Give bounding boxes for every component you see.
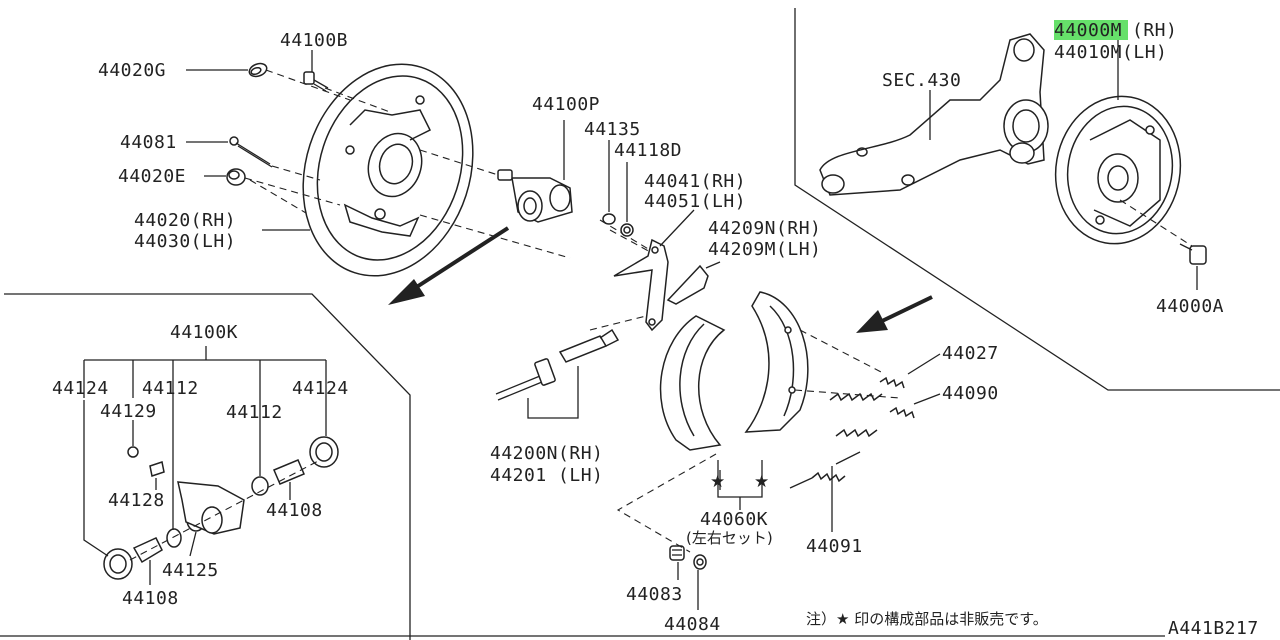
label-44129[interactable]: 44129 bbox=[100, 401, 157, 422]
direction-arrow-right bbox=[856, 295, 933, 333]
label-44112-left[interactable]: 44112 bbox=[142, 378, 199, 399]
label-44020[interactable]: 44020(RH) bbox=[134, 210, 236, 231]
brake-assembly-drawing bbox=[1054, 95, 1207, 265]
label-44100P[interactable]: 44100P bbox=[532, 94, 600, 115]
retainer-parts bbox=[616, 453, 721, 570]
diagram-code: A441B217 bbox=[1168, 618, 1259, 639]
label-44020E[interactable]: 44020E bbox=[118, 166, 186, 187]
brake-shoes-drawing bbox=[659, 291, 809, 451]
wheel-cylinder-drawing bbox=[497, 169, 573, 223]
wheel-cylinder-exploded bbox=[103, 436, 339, 580]
label-44020G[interactable]: 44020G bbox=[98, 60, 166, 81]
label-44083[interactable]: 44083 bbox=[626, 584, 683, 605]
label-44081[interactable]: 44081 bbox=[120, 132, 177, 153]
label-44125[interactable]: 44125 bbox=[162, 560, 219, 581]
label-44128[interactable]: 44128 bbox=[108, 490, 165, 511]
label-44200N[interactable]: 44200N(RH) bbox=[490, 443, 603, 464]
adjuster-drawing bbox=[495, 328, 620, 419]
label-44118D[interactable]: 44118D bbox=[614, 140, 682, 161]
star-marker-2: ★ bbox=[754, 472, 769, 492]
footnote: 注）★ 印の構成部品は非販売です。 bbox=[806, 610, 1048, 628]
label-44135[interactable]: 44135 bbox=[584, 119, 641, 140]
label-44091[interactable]: 44091 bbox=[806, 536, 863, 557]
label-44124-left[interactable]: 44124 bbox=[52, 378, 109, 399]
small-parts-left bbox=[226, 62, 329, 186]
label-44027[interactable]: 44027 bbox=[942, 343, 999, 364]
part-highlight bbox=[1054, 20, 1128, 40]
springs-drawing bbox=[789, 329, 915, 489]
label-44051[interactable]: 44051(LH) bbox=[644, 191, 746, 212]
backing-plate-drawing bbox=[302, 63, 474, 277]
label-44108-right[interactable]: 44108 bbox=[266, 500, 323, 521]
label-44209M[interactable]: 44209M(LH) bbox=[708, 239, 821, 260]
clip-parts bbox=[602, 213, 634, 237]
label-44201[interactable]: 44201 (LH) bbox=[490, 465, 603, 486]
label-44041[interactable]: 44041(RH) bbox=[644, 171, 746, 192]
label-sec430[interactable]: SEC.430 bbox=[882, 70, 961, 91]
knuckle-drawing bbox=[819, 33, 1049, 196]
label-44060K-note: (左右セット) bbox=[686, 529, 773, 547]
label-44000M[interactable]: 44000M bbox=[1054, 20, 1122, 41]
star-marker-1: ★ bbox=[710, 472, 725, 492]
label-44124-right[interactable]: 44124 bbox=[292, 378, 349, 399]
leader-lines bbox=[83, 40, 1198, 610]
label-44060K[interactable]: 44060K bbox=[700, 509, 768, 530]
label-44112-right[interactable]: 44112 bbox=[226, 402, 283, 423]
part-labels: 44100B 44020G 44081 44020E 44020(RH) 440… bbox=[52, 20, 1259, 639]
label-44000M-side: (RH) bbox=[1132, 20, 1177, 41]
label-44100K[interactable]: 44100K bbox=[170, 322, 238, 343]
direction-arrow-left bbox=[388, 226, 510, 305]
label-44084[interactable]: 44084 bbox=[664, 614, 721, 635]
label-44000A[interactable]: 44000A bbox=[1156, 296, 1224, 317]
label-44100B[interactable]: 44100B bbox=[280, 30, 348, 51]
label-44209N[interactable]: 44209N(RH) bbox=[708, 218, 821, 239]
label-44010M[interactable]: 44010M(LH) bbox=[1054, 42, 1167, 63]
frame-lines bbox=[0, 8, 1280, 640]
label-44108-left[interactable]: 44108 bbox=[122, 588, 179, 609]
label-44030[interactable]: 44030(LH) bbox=[134, 231, 236, 252]
label-44090[interactable]: 44090 bbox=[942, 383, 999, 404]
brake-lever-drawing bbox=[613, 238, 709, 332]
